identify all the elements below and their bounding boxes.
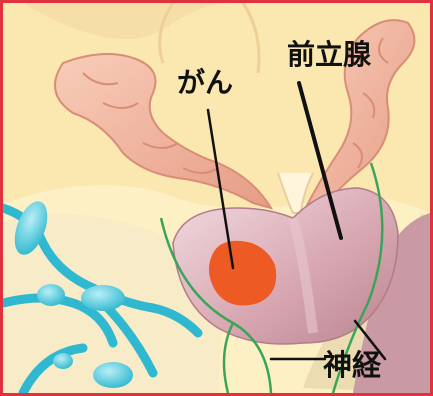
nerve-label: 神経 (323, 351, 381, 380)
prostate-label: 前立腺 (287, 41, 371, 69)
prostate-gland-icon (173, 188, 398, 344)
cancer-label: がん (177, 69, 233, 97)
